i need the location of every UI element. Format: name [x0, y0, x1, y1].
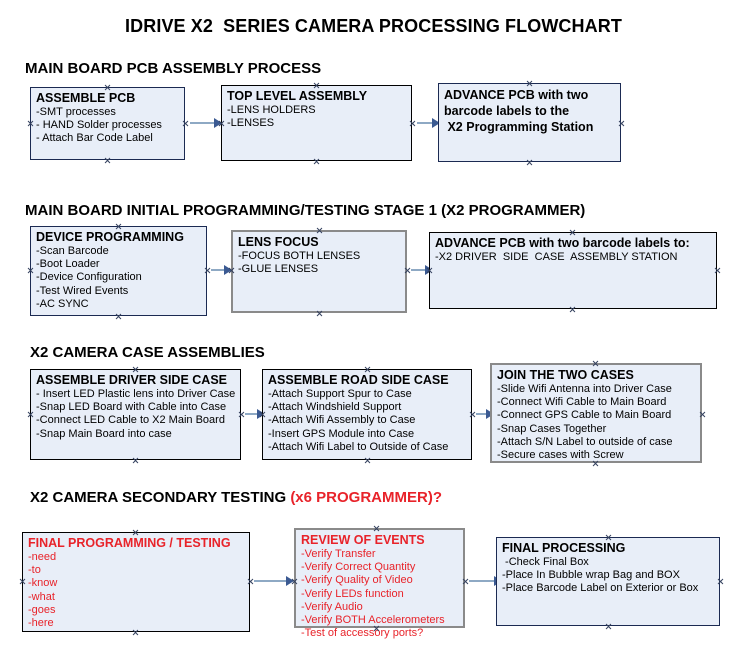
node-line: -Attach Windshield Support — [268, 401, 402, 414]
node-line: -goes — [28, 603, 56, 616]
node-line: -need — [28, 551, 57, 563]
node-line: -X2 DRIVER SIDE CASE ASSEMBLY STATION — [435, 251, 678, 263]
node-title: ASSEMBLE PCB — [36, 91, 136, 105]
node-line: -Boot Loader — [36, 258, 100, 271]
node-line: -Check Final Box — [502, 556, 589, 568]
node-line: -Connect LED Cable to X2 Main Board — [36, 414, 225, 427]
node-title: LENS FOCUS — [238, 235, 319, 249]
node-advance-pcb-to-x2-programming-station[interactable]: ADVANCE PCB with two barcode labels to t… — [438, 83, 621, 162]
node-line: -to — [28, 564, 41, 577]
node-assemble-road-side-case[interactable]: ASSEMBLE ROAD SIDE CASE -Attach Support … — [262, 369, 472, 460]
node-title: FINAL PROGRAMMING / TESTING — [28, 536, 231, 550]
arrow-connector — [190, 122, 215, 124]
arrow-head-icon — [214, 118, 222, 128]
node-top-level-assembly[interactable]: TOP LEVEL ASSEMBLY -LENS HOLDERS -LENSES — [221, 85, 412, 161]
node-line: -Verify LEDs function — [301, 587, 404, 600]
node-title: ASSEMBLE ROAD SIDE CASE — [268, 373, 449, 387]
arrow-connector — [411, 269, 427, 271]
page-title: IDRIVE X2 SERIES CAMERA PROCESSING FLOWC… — [125, 16, 622, 36]
node-title: DEVICE PROGRAMMING — [36, 230, 184, 244]
node-line: X2 Programming Station — [444, 120, 594, 134]
arrow-head-icon — [257, 409, 265, 419]
node-line: -Insert GPS Module into Case — [268, 427, 415, 440]
section-heading-text: MAIN BOARD PCB ASSEMBLY PROCESS — [25, 60, 322, 77]
node-line: -Snap LED Board with Cable into Case — [36, 401, 227, 414]
node-line: - HAND Solder processes — [36, 119, 162, 132]
node-advance-pcb-to-driver-side-case-station[interactable]: ADVANCE PCB with two barcode labels to: … — [429, 232, 717, 309]
node-title: TOP LEVEL ASSEMBLY — [227, 89, 368, 103]
node-line: -Verify Audio — [301, 600, 363, 613]
node-line: -GLUE LENSES — [238, 263, 319, 276]
arrow-connector — [476, 413, 488, 415]
node-line: -know — [28, 577, 58, 590]
node-line: -Connect GPS Cable to Main Board — [497, 409, 672, 422]
node-line: -FOCUS BOTH LENSES — [238, 250, 361, 262]
node-line: -Device Configuration — [36, 271, 142, 284]
node-assemble-pcb[interactable]: ASSEMBLE PCB -SMT processes - HAND Solde… — [30, 87, 185, 160]
node-line: -Test Wired Events — [36, 284, 129, 297]
node-line: -Verify Quality of Video — [301, 574, 413, 587]
node-lens-focus[interactable]: LENS FOCUS -FOCUS BOTH LENSES -GLUE LENS… — [231, 230, 407, 313]
section-heading-text: X2 CAMERA SECONDARY TESTING — [30, 489, 291, 506]
node-line: -what — [28, 590, 55, 603]
node-title: FINAL PROCESSING — [502, 541, 626, 555]
arrow-connector — [245, 413, 259, 415]
node-line: - Insert LED Plastic lens into Driver Ca… — [36, 388, 236, 400]
node-title: ADVANCE PCB with two — [444, 88, 589, 102]
node-line: -AC SYNC — [36, 297, 89, 310]
node-line-overflow: -Test of accessory ports? — [301, 627, 424, 640]
arrow-head-icon — [224, 265, 232, 275]
section-heading-main-board-initial-programming: MAIN BOARD INITIAL PROGRAMMING/TESTING S… — [25, 202, 585, 219]
node-line: -Attach Wifi Label to Outside of Case — [268, 440, 449, 453]
node-title: ASSEMBLE DRIVER SIDE CASE — [36, 373, 228, 387]
arrow-head-icon — [286, 576, 294, 586]
arrow-connector — [254, 580, 288, 582]
section-heading-accent: (x6 PROGRAMMER)? — [290, 489, 442, 506]
node-line: -Verify BOTH Accelerometers — [301, 614, 445, 627]
node-title: REVIEW OF EVENTS — [301, 533, 425, 547]
arrow-connector — [417, 122, 434, 124]
node-line: -Verify Correct Quantity — [301, 561, 416, 574]
node-line: -Slide Wifi Antenna into Driver Case — [497, 383, 672, 395]
node-final-processing[interactable]: FINAL PROCESSING -Check Final Box -Place… — [496, 537, 720, 626]
node-line: -Attach Wifi Assembly to Case — [268, 414, 416, 427]
arrow-head-icon — [432, 118, 440, 128]
node-line: -Snap Main Board into case — [36, 427, 172, 440]
node-line: -Connect Wifi Cable to Main Board — [497, 396, 667, 409]
node-line: -Attach Support Spur to Case — [268, 388, 412, 400]
node-line: -Scan Barcode — [36, 245, 109, 257]
node-final-programming-testing[interactable]: FINAL PROGRAMMING / TESTING -need -to -k… — [22, 532, 250, 632]
node-line: - Attach Bar Code Label — [36, 132, 153, 145]
arrow-connector — [211, 269, 226, 271]
section-heading-x2-camera-secondary-testing: X2 CAMERA SECONDARY TESTING (x6 PROGRAMM… — [30, 489, 442, 506]
node-line: -SMT processes — [36, 106, 116, 118]
section-heading-text: X2 CAMERA CASE ASSEMBLIES — [30, 344, 265, 361]
node-title: JOIN THE TWO CASES — [497, 368, 634, 382]
node-line: -LENS HOLDERS — [227, 104, 316, 116]
node-line: -here — [28, 617, 54, 630]
node-line: barcode labels to the — [444, 104, 570, 118]
node-line: -Place Barcode Label on Exterior or Box — [502, 582, 699, 595]
node-line: -Snap Cases Together — [497, 422, 607, 435]
node-review-of-events[interactable]: REVIEW OF EVENTS -Verify Transfer -Verif… — [294, 528, 465, 639]
node-line: -Secure cases with Screw — [497, 449, 624, 462]
section-heading-main-board-pcb-assembly: MAIN BOARD PCB ASSEMBLY PROCESS — [25, 60, 321, 77]
node-line: -LENSES — [227, 117, 275, 130]
section-heading-text: MAIN BOARD INITIAL PROGRAMMING/TESTING S… — [25, 202, 586, 219]
node-line: -Place In Bubble wrap Bag and BOX — [502, 569, 680, 582]
node-join-the-two-cases[interactable]: JOIN THE TWO CASES -Slide Wifi Antenna i… — [490, 363, 702, 463]
node-assemble-driver-side-case[interactable]: ASSEMBLE DRIVER SIDE CASE - Insert LED P… — [30, 369, 241, 460]
node-title: ADVANCE PCB with two barcode labels to: — [435, 236, 690, 250]
node-line: -Verify Transfer — [301, 548, 376, 560]
node-line: -Attach S/N Label to outside of case — [497, 435, 673, 448]
section-heading-x2-camera-case-assemblies: X2 CAMERA CASE ASSEMBLIES — [30, 344, 265, 361]
node-device-programming[interactable]: DEVICE PROGRAMMING -Scan Barcode -Boot L… — [30, 226, 207, 316]
arrow-connector — [469, 580, 497, 582]
